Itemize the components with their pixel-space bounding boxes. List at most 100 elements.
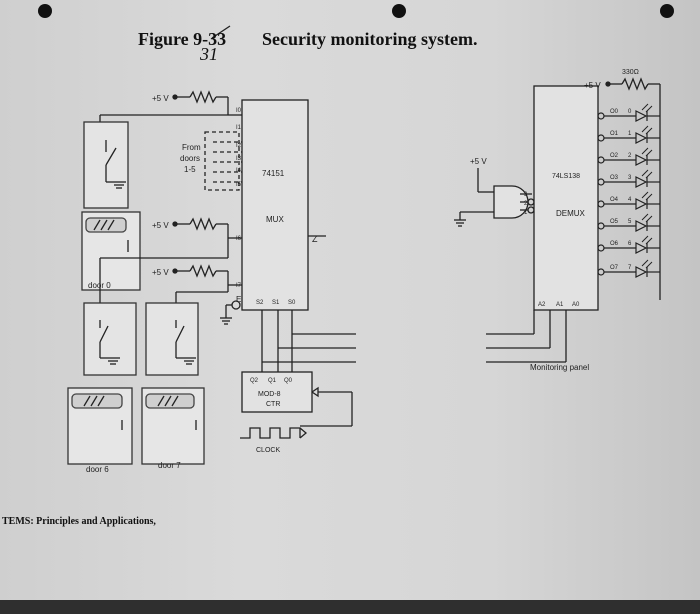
door7-switch xyxy=(175,325,185,343)
led-emission-arrow xyxy=(641,259,649,267)
led-emission-arrow xyxy=(645,215,653,223)
led-emission-arrow xyxy=(641,235,649,243)
led-number: 2 xyxy=(628,153,632,159)
counter-name: MOD-8 xyxy=(258,391,281,398)
supply-label-gate: +5 V xyxy=(470,157,487,166)
led-emission-arrow xyxy=(645,127,653,135)
clock-waveform xyxy=(240,427,301,439)
doors-1-5-bus xyxy=(204,131,240,191)
led-number: 0 xyxy=(628,109,632,115)
mux-input-label: I4 xyxy=(236,168,242,174)
mux-part: 74151 xyxy=(262,169,285,178)
led-icon xyxy=(635,176,648,188)
footer-text: TEMS: Principles and Applications, xyxy=(2,516,156,527)
binder-hole xyxy=(660,4,674,18)
led-number: 1 xyxy=(628,131,632,137)
demux-output-label: O2 xyxy=(610,153,619,159)
door0-label: door 0 xyxy=(88,281,111,290)
led-icon xyxy=(635,132,648,144)
mux-input-label: I5 xyxy=(236,182,242,188)
led-emission-arrow xyxy=(645,237,653,245)
demux-output-label: O6 xyxy=(610,241,619,247)
panel-label: Monitoring panel xyxy=(530,363,589,372)
led-emission-arrow xyxy=(645,105,653,113)
door6-switch-box xyxy=(83,302,137,376)
led-icon xyxy=(635,242,648,254)
led-emission-arrow xyxy=(641,147,649,155)
binder-hole xyxy=(38,4,52,18)
led-emission-arrow xyxy=(641,213,649,221)
demux-output-label: O0 xyxy=(610,109,619,115)
counter-output-label: Q0 xyxy=(284,378,293,384)
mux-input-label: I3 xyxy=(236,156,242,162)
led-emission-arrow xyxy=(645,149,653,157)
mux-select-label: S1 xyxy=(272,300,280,306)
from-doors-label: From xyxy=(182,143,201,152)
door0-window xyxy=(85,217,127,233)
mux-input-label: I0 xyxy=(236,108,242,114)
supply-label-mid: +5 V xyxy=(152,221,169,230)
mux-output-z: Z xyxy=(312,234,318,244)
demux-output-bubble xyxy=(597,178,605,186)
led-emission-arrow xyxy=(641,103,649,111)
led-icon xyxy=(635,266,648,278)
door6-switch xyxy=(99,325,109,343)
led-number: 7 xyxy=(628,265,632,271)
door7-window xyxy=(145,393,195,409)
resistor-value: 330Ω xyxy=(622,69,639,76)
demux-part: 74LS138 xyxy=(552,173,580,180)
mux-input-label: I1 xyxy=(236,125,242,131)
demux-output-bubble xyxy=(597,112,605,120)
led-number: 3 xyxy=(628,175,632,181)
figure-title: Security monitoring system. xyxy=(262,29,477,49)
demux-name: DEMUX xyxy=(556,209,586,218)
led-number: 5 xyxy=(628,219,632,225)
gate-input-label: 2 xyxy=(524,201,528,207)
table-edge xyxy=(0,600,700,614)
demux-output-label: O5 xyxy=(610,219,619,225)
demux-output-bubble xyxy=(597,134,605,142)
led-icon xyxy=(635,220,648,232)
clock-label: CLOCK xyxy=(256,447,280,454)
door7-label: door 7 xyxy=(158,461,181,470)
gate-input-label: 3 xyxy=(524,192,528,198)
mux-input-label: I6 xyxy=(236,236,242,242)
led-icon xyxy=(635,110,648,122)
demux-select-label: A0 xyxy=(572,302,580,308)
gate-input-label: 1 xyxy=(524,210,528,216)
led-emission-arrow xyxy=(645,261,653,269)
demux-output-bubble xyxy=(597,222,605,230)
led-resistor xyxy=(621,77,649,91)
counter-ctr: CTR xyxy=(266,401,280,408)
demux-output-label: O7 xyxy=(610,265,619,271)
pullup-resistor-mid xyxy=(189,217,217,231)
demux-output-bubble xyxy=(597,200,605,208)
led-icon xyxy=(635,154,648,166)
demux-select-label: A2 xyxy=(538,302,546,308)
demux-output-bubble xyxy=(597,156,605,164)
mux-input-label: I2 xyxy=(236,143,242,149)
led-number: 4 xyxy=(628,197,632,203)
demux-74ls138-chip xyxy=(533,85,599,311)
figure-number: Figure 9-33 xyxy=(138,29,226,49)
led-emission-arrow xyxy=(641,169,649,177)
supply-label-low: +5 V xyxy=(152,268,169,277)
mux-select-label: S0 xyxy=(288,300,296,306)
pullup-resistor-low xyxy=(189,264,217,278)
mux-input-label: I7 xyxy=(236,283,242,289)
binder-hole xyxy=(392,4,406,18)
supply-label-top: +5 V xyxy=(152,94,169,103)
led-emission-arrow xyxy=(645,193,653,201)
demux-output-label: O4 xyxy=(610,197,619,203)
counter-output-label: Q2 xyxy=(250,378,259,384)
mux-enable: E xyxy=(236,295,241,304)
demux-output-bubble xyxy=(597,244,605,252)
figure-number-handwritten: 31 xyxy=(199,44,218,64)
door7-switch-box xyxy=(145,302,199,376)
mux-name: MUX xyxy=(266,215,284,224)
door6-label: door 6 xyxy=(86,465,109,474)
from-doors-label: doors xyxy=(180,154,200,163)
counter-output-label: Q1 xyxy=(268,378,277,384)
door0-switch xyxy=(105,147,117,166)
